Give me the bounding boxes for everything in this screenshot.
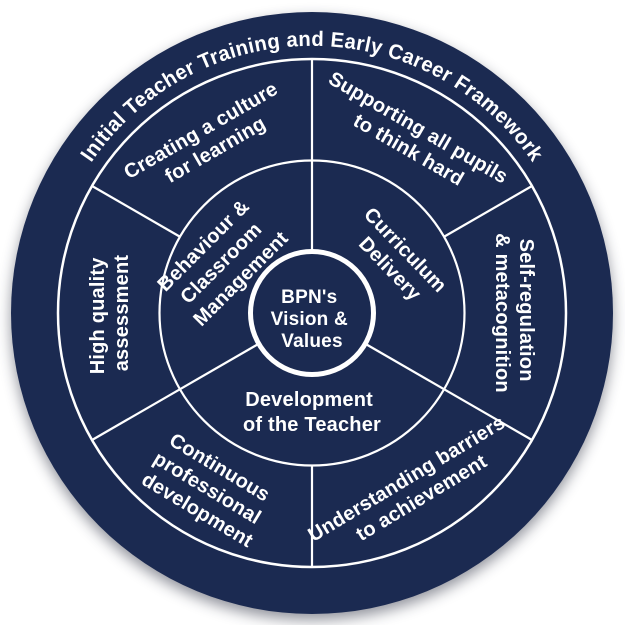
- center-circle: [248, 249, 376, 377]
- divider-lower-left: [92, 343, 259, 441]
- divider-lower-right: [365, 343, 532, 441]
- label-line: Self-regulation: [515, 239, 537, 382]
- label-line: Development: [245, 389, 373, 411]
- segment-dividers: [92, 60, 532, 566]
- segment-label-development-teacher: Development of the Teacher: [243, 389, 381, 436]
- center-label-bpn-vision-values: BPN's Vision & Values: [271, 287, 354, 352]
- label-line: High quality: [87, 257, 109, 375]
- label-line: & metacognition: [491, 233, 513, 393]
- segment-label-self-regulation: Self-regulation & metacognition: [491, 233, 537, 393]
- divider-upper-left: [92, 185, 181, 238]
- label-line: BPN's: [281, 287, 337, 308]
- label-line: Vision &: [271, 309, 348, 330]
- label-line: Values: [281, 331, 342, 352]
- label-line: of the Teacher: [243, 414, 381, 436]
- outer-ring: [11, 12, 613, 614]
- label-line: assessment: [111, 255, 133, 372]
- divider-upper-right: [443, 185, 532, 238]
- middle-ring: [56, 57, 568, 569]
- segment-label-high-quality-assessment: High quality assessment: [87, 252, 133, 375]
